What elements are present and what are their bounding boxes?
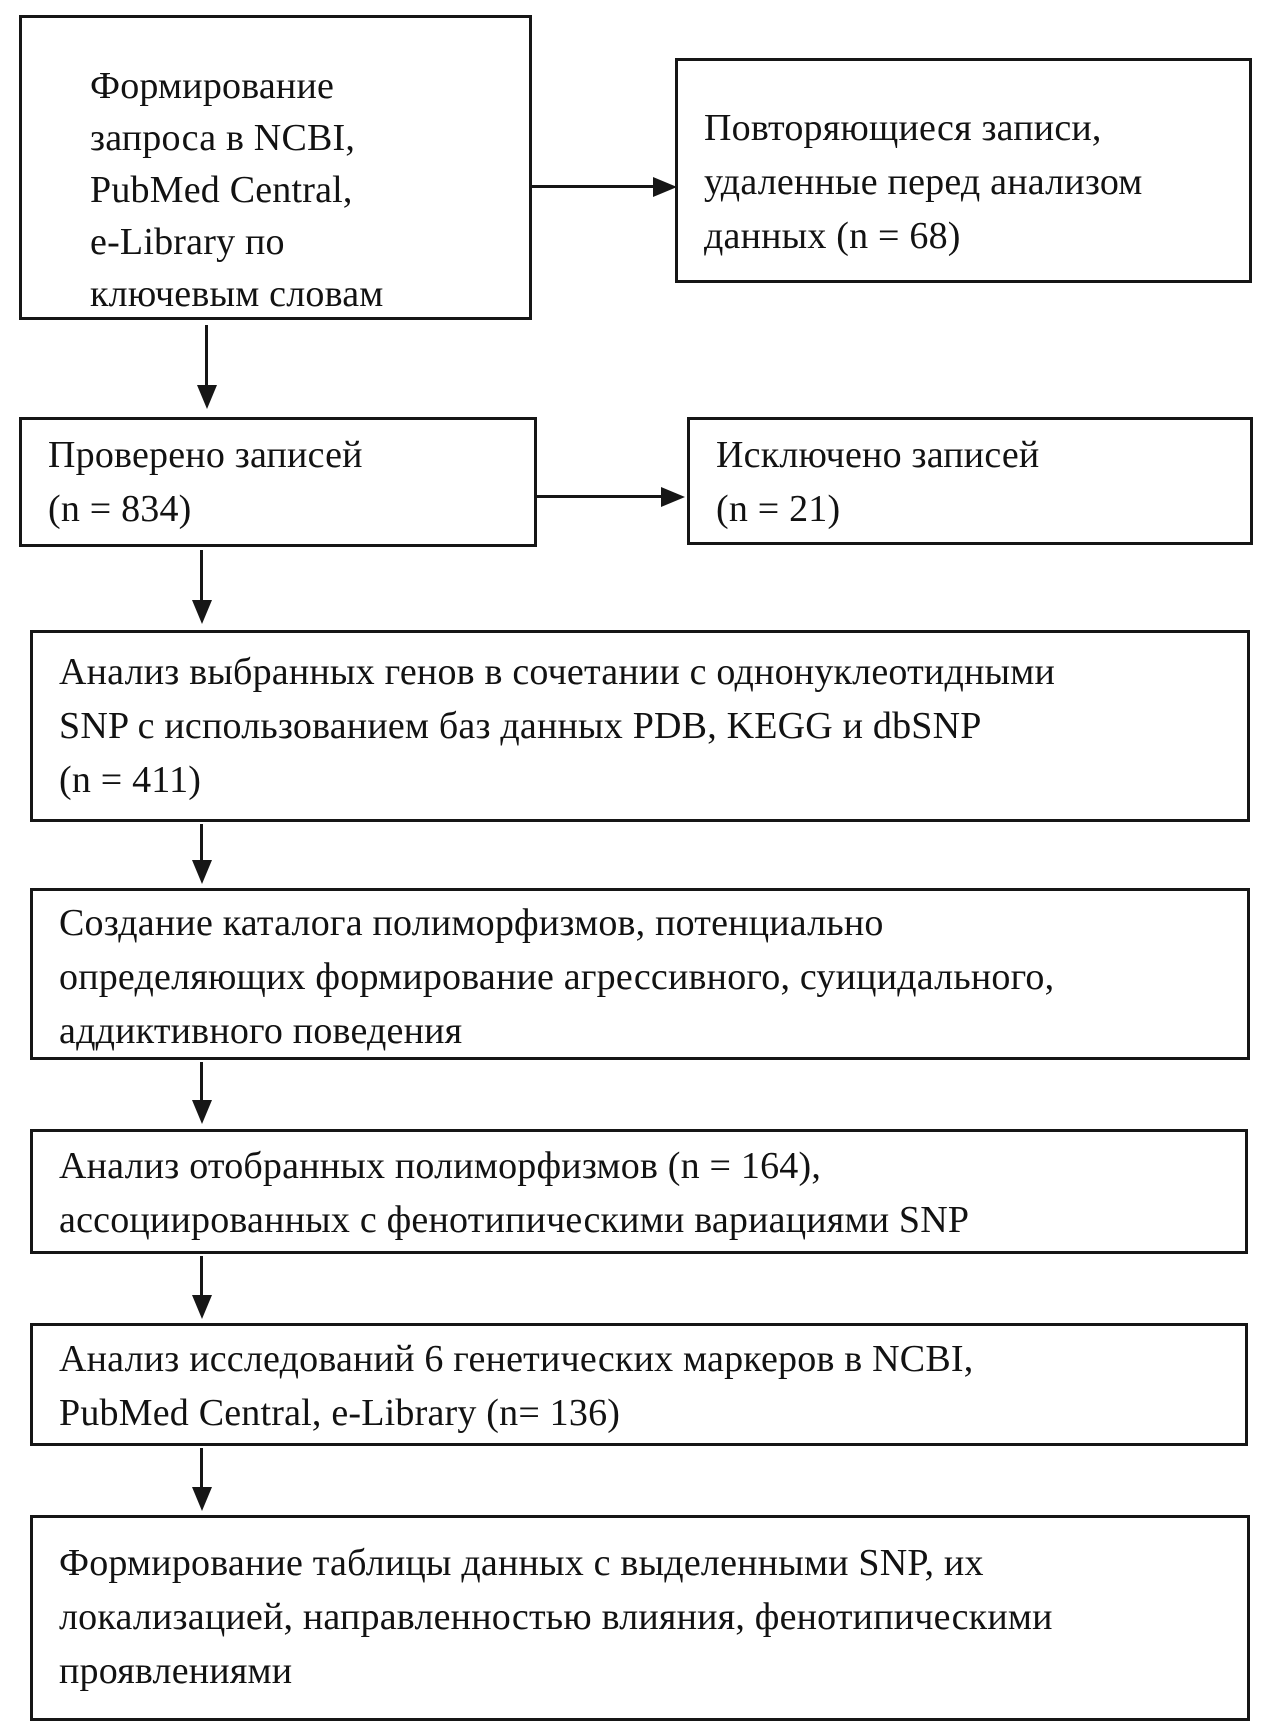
arrow-shaft — [200, 1448, 203, 1489]
arrow-down-icon — [197, 385, 217, 409]
flow-box-polymorphism-catalog: Создание каталога полиморфизмов, потенци… — [30, 888, 1250, 1060]
arrow-shaft — [200, 550, 203, 602]
flow-box-selected-polymorphisms: Анализ отобранных полиморфизмов (n = 164… — [30, 1129, 1248, 1254]
arrow-down-icon — [192, 860, 212, 884]
flow-box-records-excluded-label: Исключено записей (n = 21) — [716, 434, 1040, 530]
flow-box-marker-studies-label: Анализ исследований 6 генетических марке… — [59, 1338, 974, 1434]
flow-box-duplicates-removed: Повторяющиеся записи, удаленные перед ан… — [675, 58, 1252, 283]
flow-box-selected-polymorphisms-label: Анализ отобранных полиморфизмов (n = 164… — [59, 1145, 970, 1241]
arrow-shaft — [200, 824, 203, 862]
arrow-down-icon — [192, 1100, 212, 1124]
arrow-shaft — [537, 495, 665, 498]
flow-box-duplicates-removed-label: Повторяющиеся записи, удаленные перед ан… — [704, 107, 1143, 257]
arrow-shaft — [200, 1256, 203, 1297]
flow-box-data-table-label: Формирование таблицы данных с выделенным… — [59, 1542, 1053, 1692]
arrow-shaft — [205, 325, 208, 387]
arrow-down-icon — [192, 600, 212, 624]
flow-box-genes-analysis: Анализ выбранных генов в сочетании с одн… — [30, 630, 1250, 822]
arrow-down-icon — [192, 1487, 212, 1511]
flow-box-marker-studies: Анализ исследований 6 генетических марке… — [30, 1323, 1248, 1446]
flow-box-query-formation: Формирование запроса в NCBI, PubMed Cent… — [19, 15, 532, 320]
arrow-right-icon — [653, 177, 677, 197]
flow-box-query-formation-label: Формирование запроса в NCBI, PubMed Cent… — [90, 65, 384, 315]
flow-box-polymorphism-catalog-label: Создание каталога полиморфизмов, потенци… — [59, 902, 1055, 1052]
flow-box-records-screened: Проверено записей (n = 834) — [19, 417, 537, 547]
flow-box-genes-analysis-label: Анализ выбранных генов в сочетании с одн… — [59, 651, 1056, 801]
flow-box-records-excluded: Исключено записей (n = 21) — [687, 417, 1253, 545]
arrow-down-icon — [192, 1295, 212, 1319]
flow-box-data-table: Формирование таблицы данных с выделенным… — [30, 1515, 1250, 1721]
arrow-right-icon — [661, 487, 685, 507]
arrow-shaft — [532, 185, 657, 188]
arrow-shaft — [200, 1062, 203, 1102]
flow-box-records-screened-label: Проверено записей (n = 834) — [48, 434, 363, 530]
